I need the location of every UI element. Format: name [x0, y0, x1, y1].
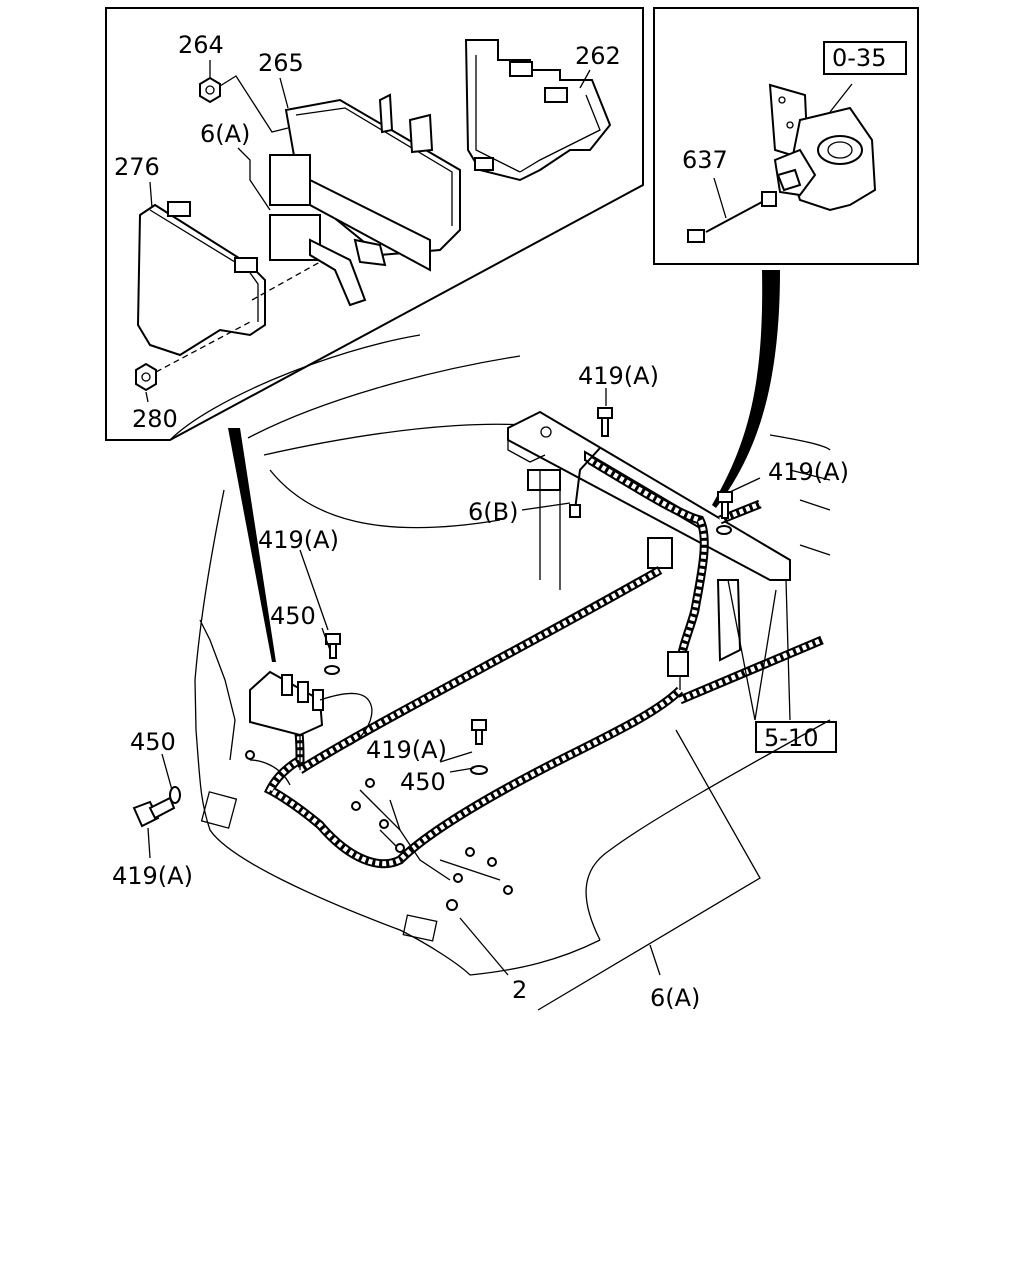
fuse-box-main — [245, 670, 373, 786]
fuse-box-265 — [269, 93, 461, 307]
label-450-upper: 450 — [270, 602, 316, 630]
front-connectors — [351, 778, 513, 911]
ref-box-0-35 — [823, 41, 907, 75]
bolt-419a-mid — [470, 719, 488, 775]
label-262: 262 — [575, 42, 621, 70]
fuse-box-cover-276 — [136, 201, 266, 357]
label-419a-top: 419(A) — [578, 362, 659, 390]
leader-lines — [147, 388, 791, 1011]
bolt-419a-top — [597, 407, 613, 437]
label-450-left: 450 — [130, 728, 176, 756]
bolt-419a-left — [132, 786, 181, 828]
callout-wedge-left — [228, 428, 276, 662]
label-264: 264 — [178, 31, 224, 59]
nut-264 — [199, 76, 221, 104]
connector-wire-637 — [687, 177, 777, 243]
nut-280 — [135, 362, 157, 392]
label-276: 276 — [114, 153, 160, 181]
connector-bracket-262 — [464, 39, 612, 182]
label-419a-left: 419(A) — [112, 862, 193, 890]
label-280: 280 — [132, 405, 178, 433]
label-6a-main: 6(A) — [650, 984, 700, 1012]
label-419a-mid: 419(A) — [366, 736, 447, 764]
label-5-10: 5-10 — [764, 724, 818, 752]
ref-box-5-10 — [755, 721, 837, 753]
fuse-box-inset: 264 265 262 6(A) 276 280 — [105, 7, 644, 441]
switch-inset: 0-35 637 — [653, 7, 919, 265]
callout-wedge-right — [712, 270, 780, 508]
label-419a-mid-left: 419(A) — [258, 526, 339, 554]
bolt-419a-right — [716, 491, 733, 535]
label-265: 265 — [258, 49, 304, 77]
bolt-419a-mid-left — [324, 633, 341, 675]
label-6a-inset: 6(A) — [200, 120, 250, 148]
label-450-mid: 450 — [400, 768, 446, 796]
label-0-35: 0-35 — [832, 44, 886, 72]
label-6b: 6(B) — [468, 498, 518, 526]
label-2: 2 — [512, 976, 527, 1004]
label-419a-right: 419(A) — [768, 458, 849, 486]
switch-assembly — [768, 83, 877, 212]
label-637: 637 — [682, 146, 728, 174]
